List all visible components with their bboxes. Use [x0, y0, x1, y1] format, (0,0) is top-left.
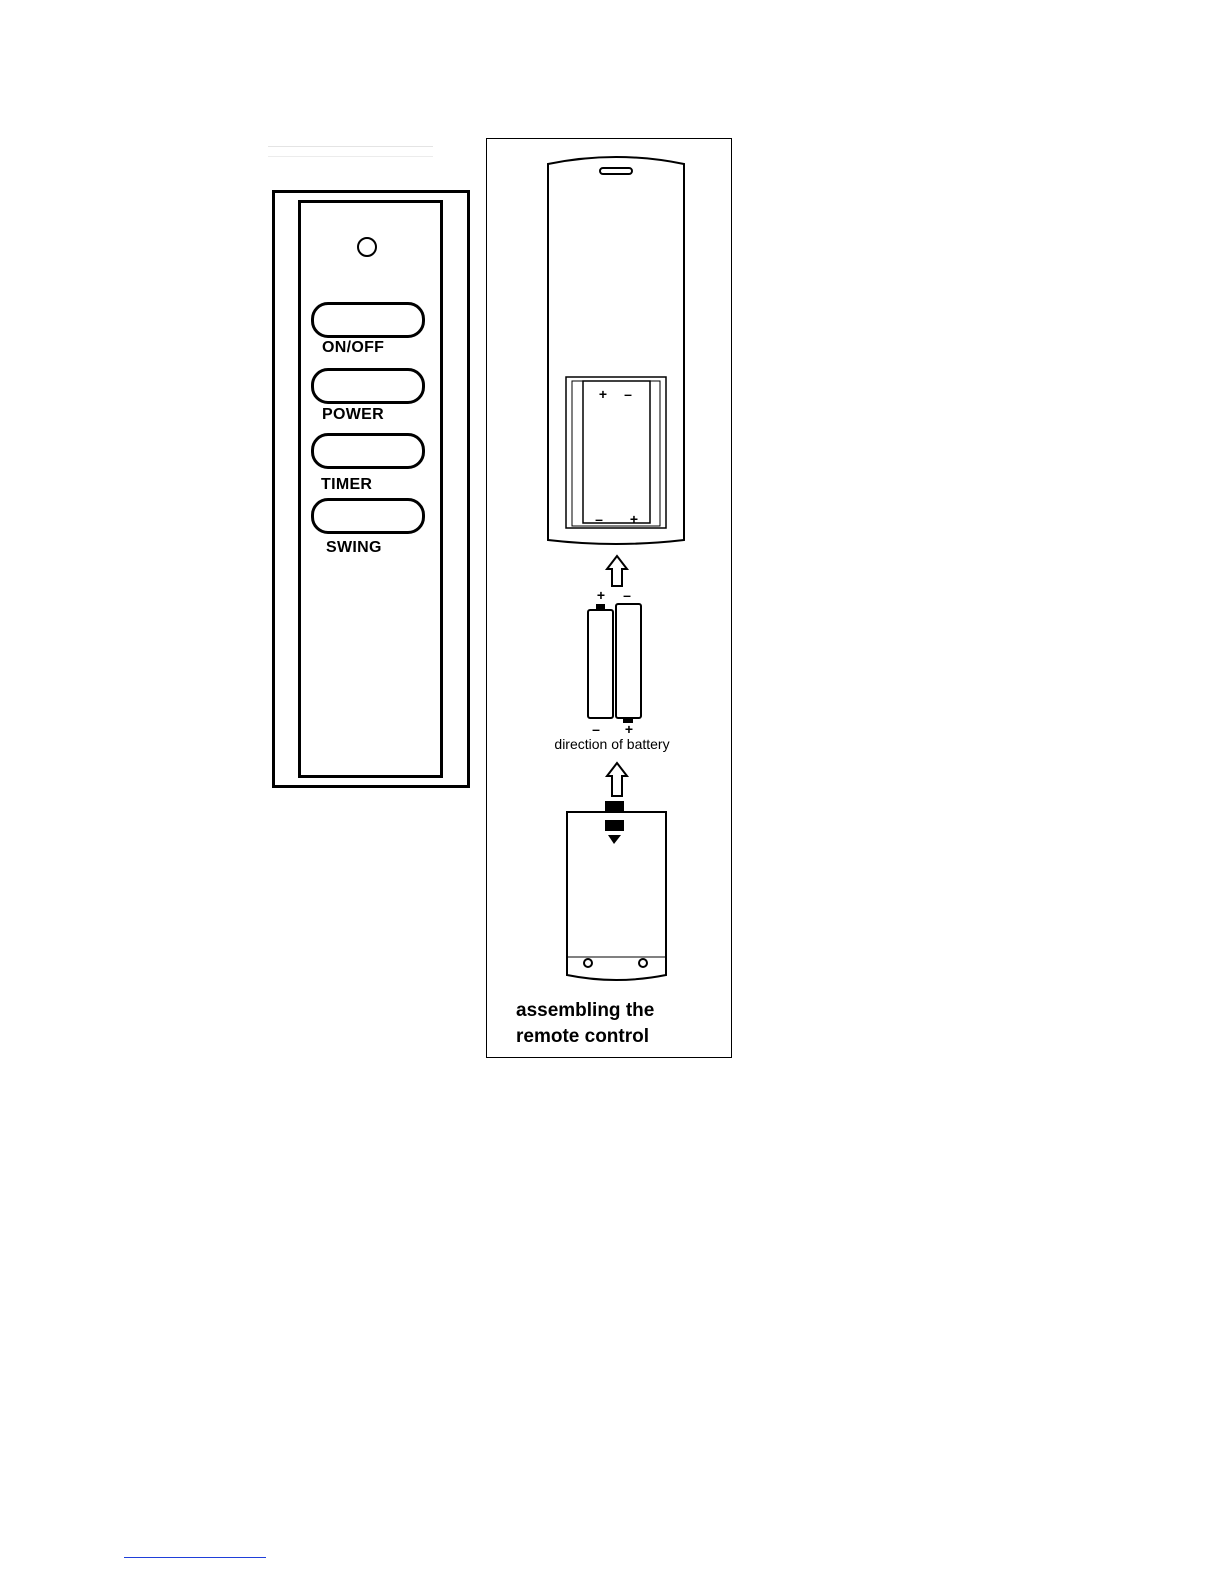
polarity-plus: + [625, 721, 633, 737]
remote-back-body [548, 157, 684, 544]
cover-latch [605, 801, 624, 812]
arrow-up-icon [607, 763, 627, 796]
assembly-caption-line1: assembling the [516, 1000, 654, 1022]
polarity-minus: – [623, 587, 631, 603]
polarity-plus: + [630, 511, 638, 527]
polarity-minus: – [624, 386, 632, 402]
assembly-caption-line2: remote control [516, 1026, 649, 1048]
battery-left-terminal [597, 605, 604, 610]
footnote-rule [124, 1557, 266, 1558]
polarity-plus: + [599, 386, 607, 402]
polarity-plus: + [597, 587, 605, 603]
cover-latch-grip [605, 820, 624, 831]
polarity-minus: – [595, 511, 603, 527]
battery-left [588, 610, 613, 718]
battery-right [616, 604, 641, 718]
polarity-minus: – [592, 721, 600, 737]
arrow-up-icon [607, 556, 627, 586]
battery-direction-label: direction of battery [486, 736, 738, 752]
